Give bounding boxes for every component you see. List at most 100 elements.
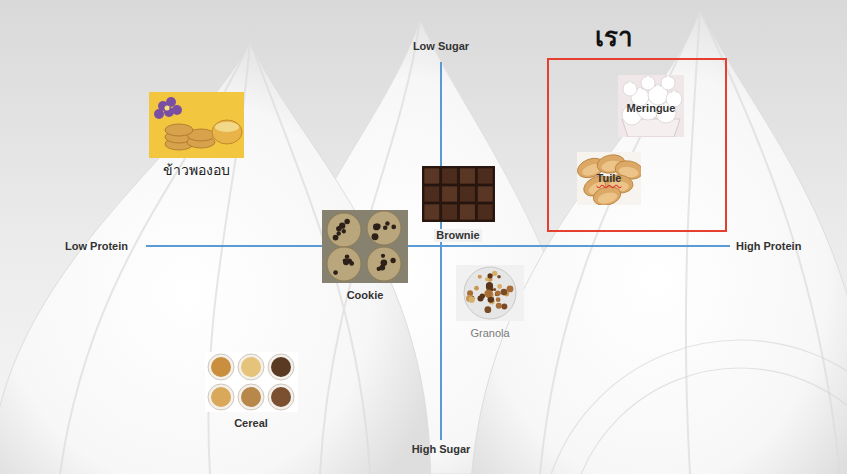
cereal-bowl xyxy=(238,384,264,410)
granola-cluster xyxy=(474,286,479,291)
granola-cluster xyxy=(484,290,491,297)
meringue-piece xyxy=(661,76,675,90)
granola-cluster xyxy=(486,282,493,289)
product-item: Brownie xyxy=(422,166,495,242)
cereal-bowl xyxy=(208,354,234,380)
chocolate-chip xyxy=(333,270,338,275)
chocolate-chip xyxy=(377,267,381,271)
chocolate-chip xyxy=(373,223,380,230)
product-photo xyxy=(149,92,244,158)
product-photo xyxy=(205,352,298,412)
granola-cluster xyxy=(469,297,475,303)
brownie-square xyxy=(459,168,475,184)
product-item: Cereal xyxy=(205,352,298,430)
cereal-flakes xyxy=(211,387,231,407)
granola-cluster xyxy=(478,295,484,301)
photo-ground xyxy=(322,210,408,283)
group-heading: เรา xyxy=(549,22,679,53)
chocolate-chip xyxy=(342,229,346,233)
product-item: Meringue xyxy=(584,75,718,153)
brownie-square xyxy=(424,186,440,202)
axis-label: Low Sugar xyxy=(413,40,469,53)
flower-petal xyxy=(166,97,176,107)
axis-label: High Sugar xyxy=(412,443,471,456)
brownie-square xyxy=(459,186,475,202)
photo-ground xyxy=(456,265,524,321)
cereal-flakes xyxy=(211,357,231,377)
brownie-square xyxy=(459,204,475,220)
axis-label: High Protein xyxy=(736,240,801,253)
brownie-square xyxy=(477,186,493,202)
product-name: Brownie xyxy=(434,229,481,242)
dip-sauce xyxy=(215,122,239,132)
meringue-tip xyxy=(645,75,651,78)
axis-label: Low Protein xyxy=(65,240,128,253)
product-item: ข้าวพองอบ xyxy=(149,92,244,179)
cereal-bowl xyxy=(268,354,294,380)
chocolate-chip xyxy=(345,254,350,259)
granola-cluster xyxy=(497,275,501,279)
product-name: ข้าวพองอบ xyxy=(163,162,230,179)
chocolate-chip xyxy=(390,258,395,263)
product-item: Tuile xyxy=(542,152,676,223)
product-name: Cereal xyxy=(234,417,268,430)
brownie-square xyxy=(477,204,493,220)
meringue-ridges xyxy=(60,10,840,474)
chocolate-chip xyxy=(349,261,354,266)
cereal-flakes xyxy=(241,387,261,407)
granola-cluster xyxy=(485,291,492,298)
rice-cracker xyxy=(165,124,193,136)
cookie xyxy=(367,247,401,281)
product-name: Granola xyxy=(470,327,509,340)
photo-ground xyxy=(149,92,244,158)
granola-cluster xyxy=(493,288,496,291)
chocolate-chip xyxy=(344,219,349,224)
cereal-flakes xyxy=(271,357,291,377)
chocolate-chip xyxy=(381,260,388,267)
chocolate-chip xyxy=(336,231,340,235)
granola-cluster xyxy=(485,290,492,297)
granola-cluster xyxy=(487,273,492,278)
cookie xyxy=(327,247,361,281)
granola-cluster xyxy=(496,303,502,309)
chocolate-chip xyxy=(372,233,379,240)
cereal-flakes xyxy=(271,387,291,407)
granola-cluster xyxy=(497,284,502,289)
chocolate-chip xyxy=(343,259,349,265)
axis-label-holder: High Sugar xyxy=(412,443,471,456)
dip-bowl xyxy=(212,120,242,144)
protein-axis xyxy=(146,245,730,247)
granola-cluster xyxy=(501,289,508,296)
brownie-square xyxy=(424,204,440,220)
chocolate-chip xyxy=(375,224,381,230)
chocolate-chip xyxy=(381,254,385,258)
chocolate-chip xyxy=(333,235,339,241)
glass-bowl xyxy=(464,267,516,319)
chocolate-chip xyxy=(391,225,396,230)
axis-label-holder: High Protein xyxy=(736,240,801,253)
flower-petal xyxy=(172,105,182,115)
chocolate-chip xyxy=(339,223,345,229)
product-name: Tuile xyxy=(544,172,674,185)
meringue-tip xyxy=(671,90,677,93)
product-name: Meringue xyxy=(586,102,716,115)
cereal-bowl xyxy=(238,354,264,380)
tuile-wafer xyxy=(591,184,623,205)
granola-cluster xyxy=(478,275,482,279)
granola-cluster xyxy=(495,291,501,297)
axis-label-holder: Low Protein xyxy=(65,240,128,253)
chocolate-chip xyxy=(383,225,388,230)
chocolate-chip xyxy=(381,260,386,265)
meringue-tip xyxy=(627,81,633,84)
product-photo xyxy=(456,265,524,321)
flower-petal xyxy=(154,109,164,119)
flower-center xyxy=(164,106,169,111)
granola-cluster xyxy=(484,306,491,313)
our-products-frame: MeringueTuileเรา xyxy=(547,58,727,232)
brownie-square xyxy=(441,186,457,202)
chocolate-chip xyxy=(385,221,390,226)
photo-ground xyxy=(422,166,495,222)
granola-cluster xyxy=(492,271,497,276)
cereal-bowl xyxy=(268,384,294,410)
